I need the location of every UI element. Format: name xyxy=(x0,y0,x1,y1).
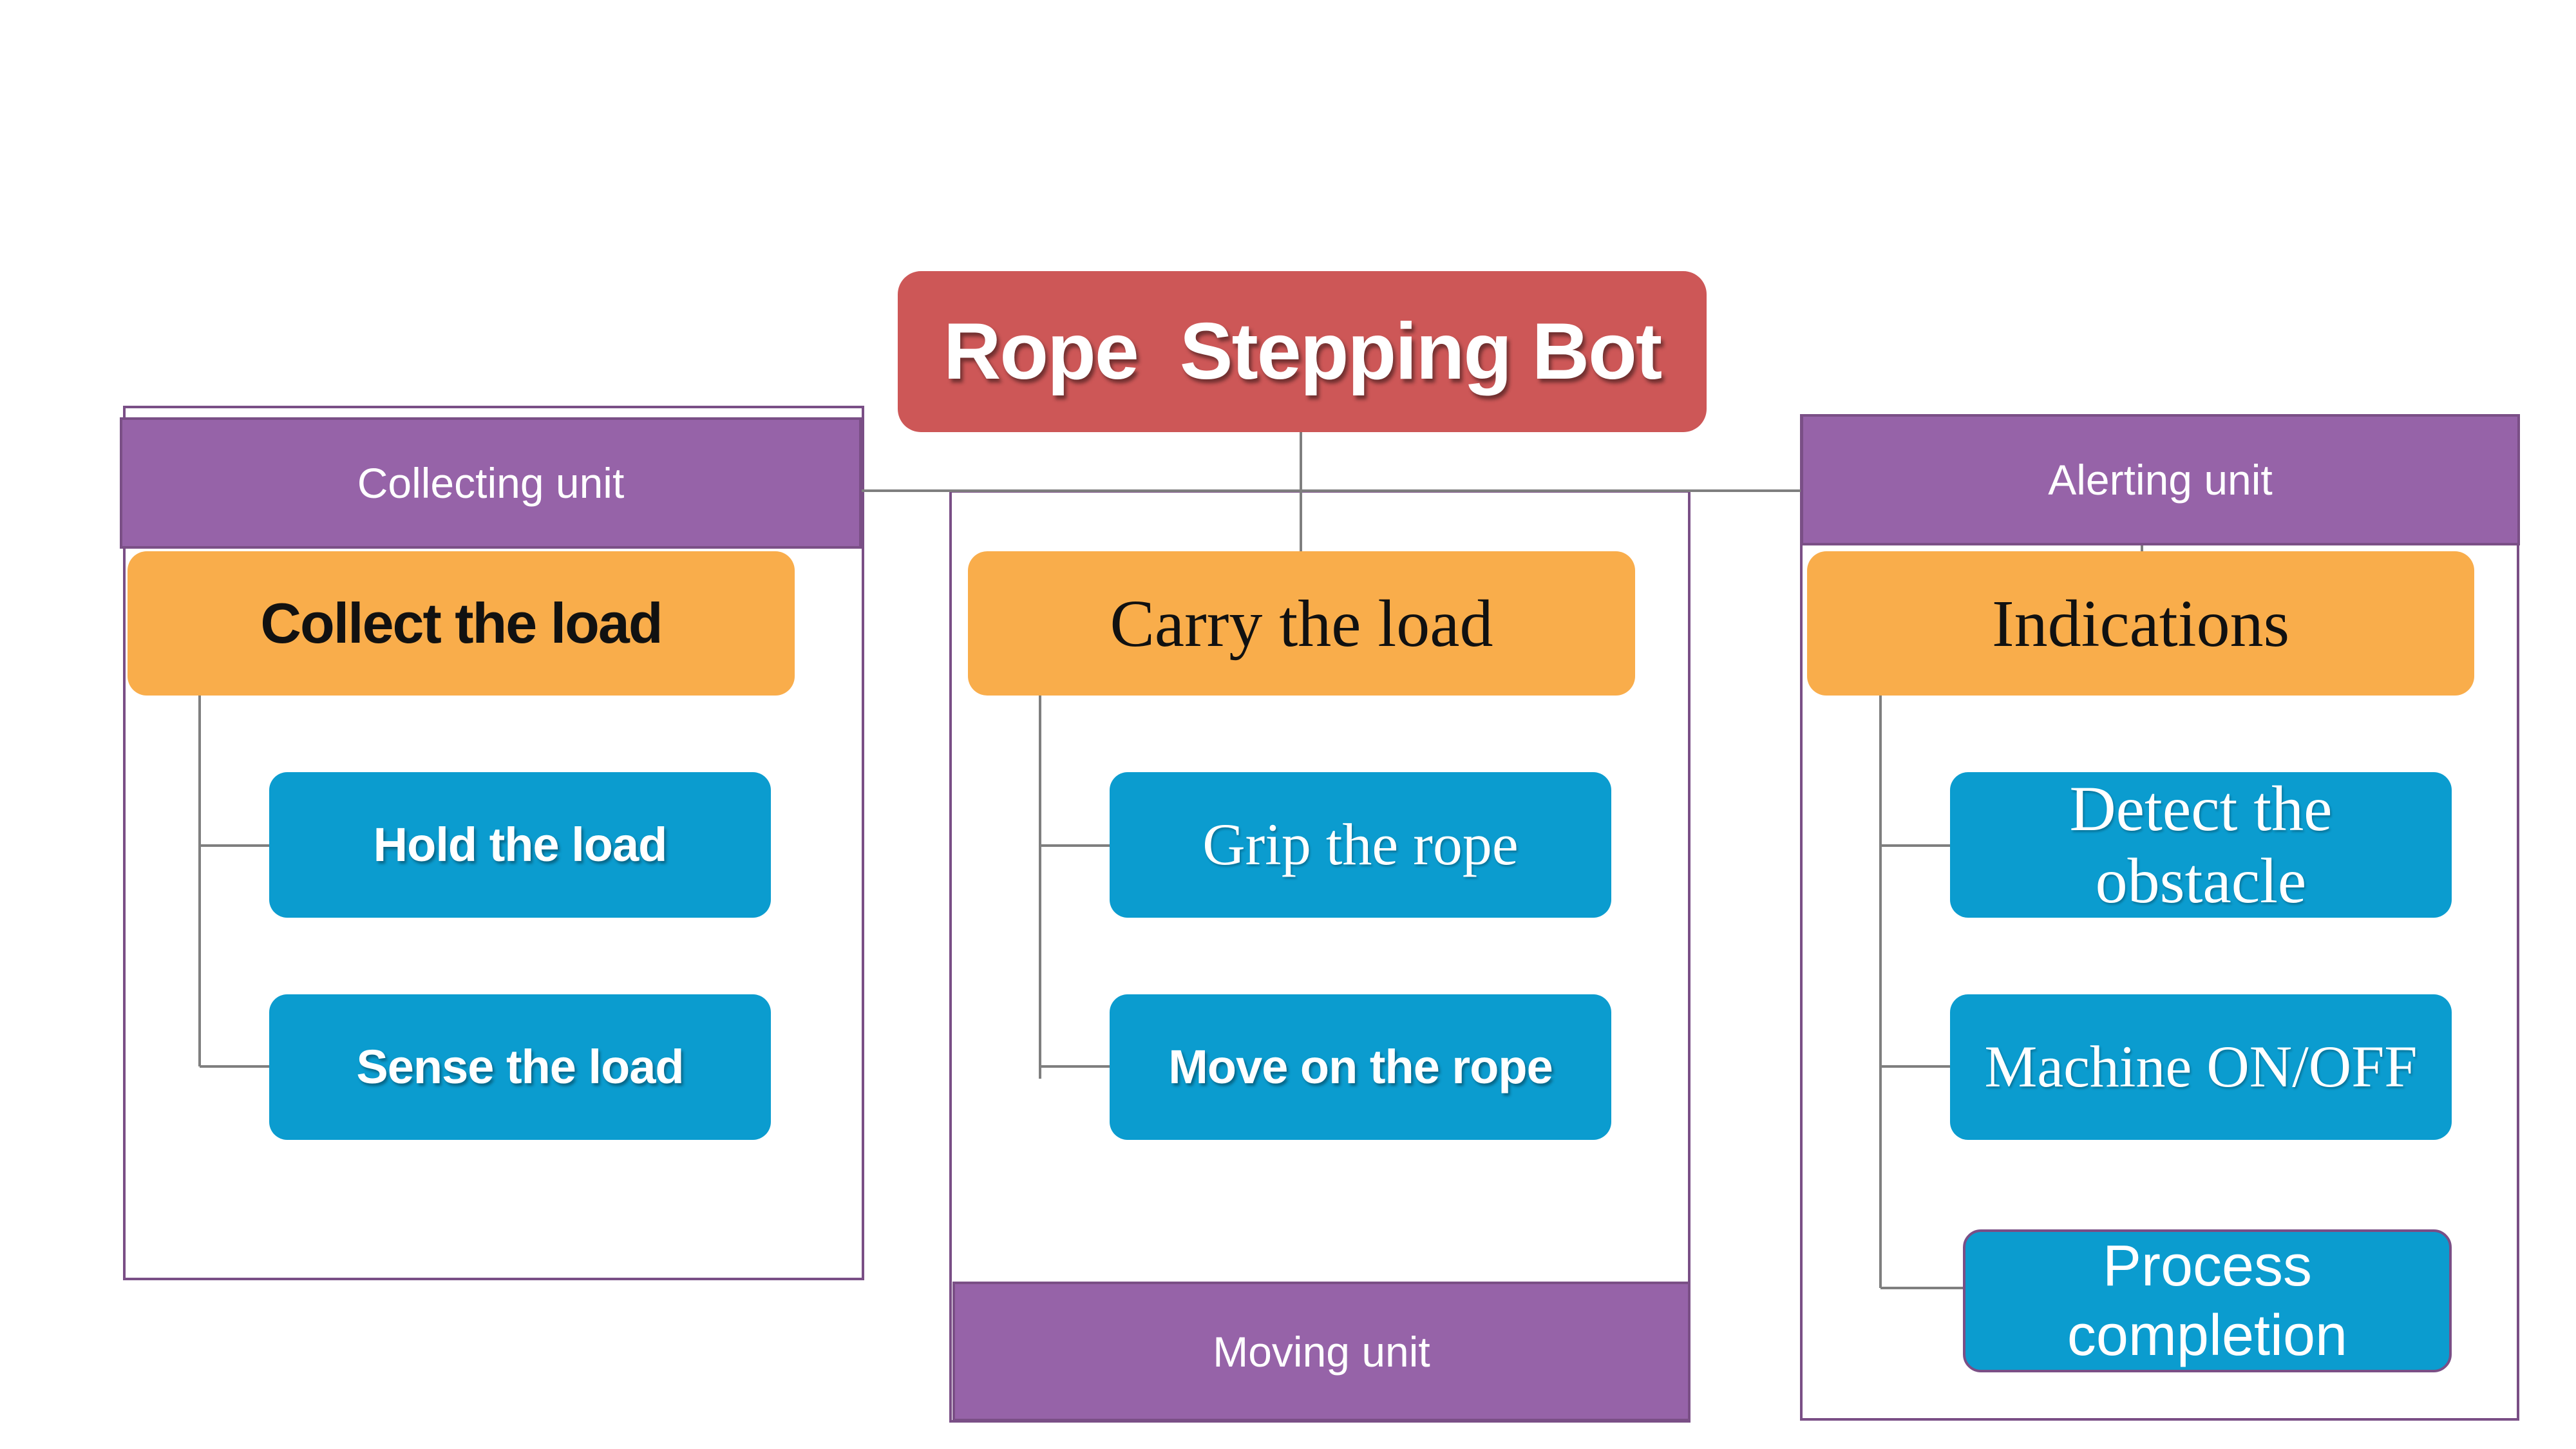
detect-the-obstacle-box: Detect the obstacle xyxy=(1950,772,2452,918)
collect-the-load-label: Collect the load xyxy=(260,591,663,655)
move-on-the-rope-label: Move on the rope xyxy=(1168,1040,1553,1094)
collect-the-load-box: Collect the load xyxy=(128,551,795,696)
indications-label: Indications xyxy=(1991,586,2290,661)
alerting-unit-header: Alerting unit xyxy=(1801,414,2520,545)
diagram-title: Rope Stepping Bot xyxy=(943,307,1662,396)
carry-the-load-box: Carry the load xyxy=(968,551,1635,696)
machine-on-off-label: Machine ON/OFF xyxy=(1984,1034,2418,1100)
carry-the-load-label: Carry the load xyxy=(1110,586,1493,661)
sense-the-load-label: Sense the load xyxy=(356,1040,684,1094)
collecting-unit-header: Collecting unit xyxy=(120,417,862,549)
process-completion-label: Process completion xyxy=(2067,1234,2348,1368)
collecting-unit-label: Collecting unit xyxy=(357,459,625,507)
hold-the-load-box: Hold the load xyxy=(269,772,771,918)
grip-the-rope-label: Grip the rope xyxy=(1202,811,1519,878)
process-completion-box: Process completion xyxy=(1963,1229,2452,1372)
machine-on-off-box: Machine ON/OFF xyxy=(1950,994,2452,1140)
grip-the-rope-box: Grip the rope xyxy=(1110,772,1611,918)
detect-the-obstacle-label: Detect the obstacle xyxy=(2069,773,2333,916)
hold-the-load-label: Hold the load xyxy=(373,818,668,872)
indications-box: Indications xyxy=(1807,551,2474,696)
move-on-the-rope-box: Move on the rope xyxy=(1110,994,1611,1140)
alerting-unit-label: Alerting unit xyxy=(2048,456,2273,504)
sense-the-load-box: Sense the load xyxy=(269,994,771,1140)
moving-unit-header: Moving unit xyxy=(952,1282,1690,1421)
diagram-title-box: Rope Stepping Bot xyxy=(898,271,1707,432)
moving-unit-label: Moving unit xyxy=(1213,1327,1430,1376)
